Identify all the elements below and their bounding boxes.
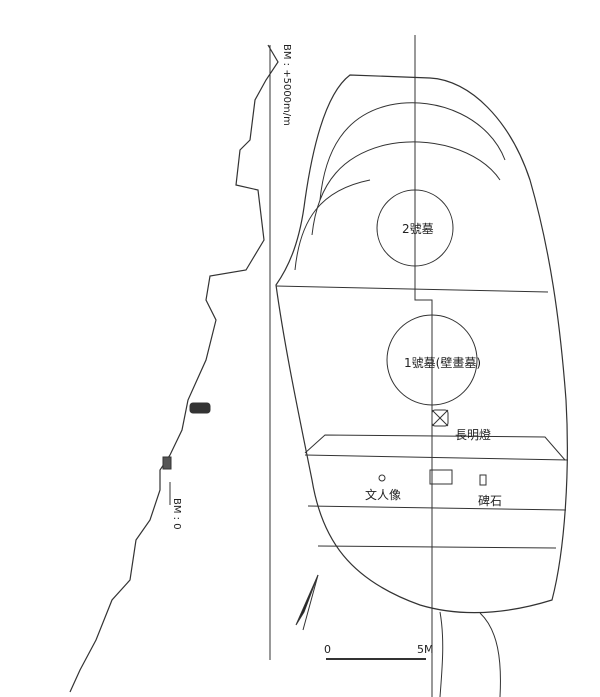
scale-five-label: 5M bbox=[417, 643, 434, 656]
altar-stone bbox=[429, 469, 453, 485]
section-profile-line bbox=[69, 44, 279, 693]
bm-zero-marker bbox=[162, 456, 172, 470]
stele-symbol bbox=[479, 474, 487, 486]
lamp-label: 長明燈 bbox=[455, 428, 492, 442]
outer-mound-contour bbox=[275, 74, 568, 614]
center-axis-line bbox=[414, 35, 433, 697]
terrace-line-2 bbox=[304, 434, 566, 461]
tomb2-label: 2號墓 bbox=[402, 222, 434, 236]
inner-contour-2 bbox=[311, 141, 501, 236]
terrace-line-1 bbox=[275, 285, 549, 293]
scale-zero-label: 0 bbox=[324, 643, 331, 656]
north-arrow-icon bbox=[295, 574, 319, 631]
tomb1-label: 1號墓(壁畫墓) bbox=[404, 356, 481, 370]
tomb2-mound bbox=[376, 189, 454, 267]
terrace-line-4 bbox=[307, 505, 567, 511]
statue-label: 文人像 bbox=[365, 488, 402, 502]
tomb1-mound bbox=[386, 314, 478, 406]
bm-instrument bbox=[189, 402, 211, 414]
inner-contour-1 bbox=[319, 102, 506, 201]
approach-path-left bbox=[439, 611, 444, 697]
stele-label: 碑石 bbox=[478, 494, 503, 508]
approach-path-right bbox=[479, 612, 501, 697]
inner-contour-3 bbox=[294, 179, 371, 271]
statue-symbol bbox=[378, 474, 386, 482]
terrace-line-3 bbox=[304, 454, 569, 461]
terrace-line-5 bbox=[317, 545, 557, 549]
lamp-symbol bbox=[431, 409, 449, 427]
bm-top-label: BM : +5000m/m bbox=[281, 44, 292, 126]
bm-zero-label: BM : 0 bbox=[171, 498, 182, 530]
